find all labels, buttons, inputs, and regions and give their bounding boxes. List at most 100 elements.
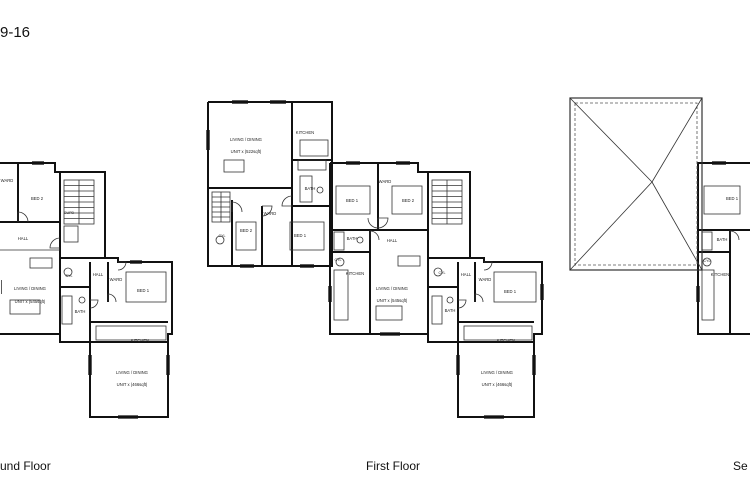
- door-swing: [729, 230, 740, 241]
- bath-tub: [333, 231, 345, 251]
- room-label: LIVING / DINING: [481, 370, 513, 375]
- room-label: CUPD: [64, 211, 75, 215]
- roof-plan: [569, 97, 703, 271]
- room-label: BED 1: [346, 198, 359, 203]
- cupboard: [63, 225, 79, 243]
- first-floor-upper-unit-outline: [207, 101, 333, 267]
- caption-ground-floor: und Floor: [0, 459, 51, 473]
- roof-hip: [569, 181, 653, 271]
- door-swing: [281, 195, 293, 207]
- roof-hip: [651, 97, 703, 183]
- bed: [289, 221, 325, 251]
- sofa: [223, 159, 245, 173]
- bath-tub: [61, 295, 73, 325]
- room-label: BATH: [75, 309, 86, 314]
- bed: [703, 185, 741, 215]
- table: [9, 299, 41, 315]
- door-swing: [261, 205, 273, 217]
- cylinder: [335, 257, 345, 267]
- room-label: WARD: [379, 179, 392, 184]
- door-swing: [367, 217, 379, 229]
- kitchen-fixtures: [299, 139, 329, 157]
- unit-label: UNIT x (522sqft): [231, 149, 262, 154]
- unit-label: UNIT x (545sqft): [15, 299, 46, 304]
- kitchen-worktop: [701, 269, 715, 321]
- sofa: [29, 257, 53, 269]
- room-label: BATH: [717, 237, 728, 242]
- kitchen-worktop: [463, 325, 533, 341]
- unit-label: UNIT x (545sqft): [377, 298, 408, 303]
- room-label: LIVING / DINING: [14, 286, 46, 291]
- room-label: BATH: [347, 236, 358, 241]
- door-swing: [107, 293, 117, 303]
- room-label: KITCHEN: [131, 338, 149, 343]
- roof-hip: [569, 97, 653, 183]
- room-label: CYL: [219, 234, 226, 238]
- room-label: BATH: [305, 186, 316, 191]
- room-label: WARD: [479, 277, 492, 282]
- kitchen-worktop: [95, 325, 167, 341]
- room-label: CYL: [439, 271, 446, 275]
- room-label: BED 1: [726, 196, 739, 201]
- unit-label: UNIT x (466sqft): [117, 382, 148, 387]
- door-swing: [231, 201, 243, 213]
- room-label: KITCHEN: [497, 338, 515, 343]
- door-swing: [474, 293, 484, 303]
- room-label: KITCHEN: [711, 272, 729, 277]
- cylinder: [702, 257, 712, 267]
- bath-tub: [701, 231, 713, 251]
- cylinder: [215, 235, 225, 245]
- door-swing: [17, 211, 29, 223]
- toilet: [356, 236, 364, 244]
- room-label: LIVING / DINING: [116, 370, 148, 375]
- door-swing: [117, 261, 127, 271]
- table: [375, 305, 403, 321]
- room-label: HALL: [93, 272, 104, 277]
- second-floor-outline: [697, 162, 750, 335]
- page-heading: 9-16: [0, 24, 31, 41]
- fixtures-layer: [0, 100, 741, 419]
- bath-tub: [299, 175, 313, 203]
- bed: [125, 271, 167, 303]
- room-label: CYL: [66, 274, 73, 278]
- room-label: BED 1: [137, 288, 150, 293]
- caption-second-floor: Se: [733, 459, 748, 473]
- toilet: [446, 296, 454, 304]
- room-labels-layer: WARD BED 2 CUPD HALL LIVING / DINING UNI…: [1, 130, 739, 387]
- bed: [235, 221, 257, 251]
- room-label: BED 2: [240, 228, 253, 233]
- room-label: WARD: [1, 178, 14, 183]
- sofa: [397, 255, 421, 267]
- room-label: HALL: [461, 272, 472, 277]
- door-swing: [457, 299, 467, 309]
- door-swing: [369, 230, 380, 241]
- room-label: WARD: [110, 277, 123, 282]
- bed: [493, 271, 537, 303]
- kitchen-worktop: [297, 159, 327, 171]
- room-label: WARD: [264, 211, 277, 216]
- bed: [391, 185, 423, 215]
- ground-floor-outline: [0, 162, 173, 418]
- room-label: HALL: [18, 236, 29, 241]
- room-label: BED 2: [402, 198, 415, 203]
- kitchen-worktop: [333, 269, 349, 321]
- room-label: BED 1: [504, 289, 517, 294]
- room-label: BED 2: [31, 196, 44, 201]
- room-label: LIVING / DINING: [376, 286, 408, 291]
- caption-first-floor: First Floor: [366, 459, 420, 473]
- cylinder: [433, 267, 443, 277]
- bath-tub: [431, 295, 443, 325]
- door-swing: [89, 299, 99, 309]
- roof-eaves: [574, 102, 698, 266]
- roof-hip: [651, 181, 703, 271]
- room-label: KITCHEN: [346, 271, 364, 276]
- toilet: [78, 296, 86, 304]
- door-swing: [49, 237, 61, 249]
- roof-outline: [569, 97, 703, 271]
- door-swing: [483, 261, 493, 271]
- first-floor-main-outline: [329, 162, 543, 418]
- cylinder: [63, 267, 73, 277]
- room-label: BATH: [445, 308, 456, 313]
- room-label: LIVING / DINING: [230, 137, 262, 142]
